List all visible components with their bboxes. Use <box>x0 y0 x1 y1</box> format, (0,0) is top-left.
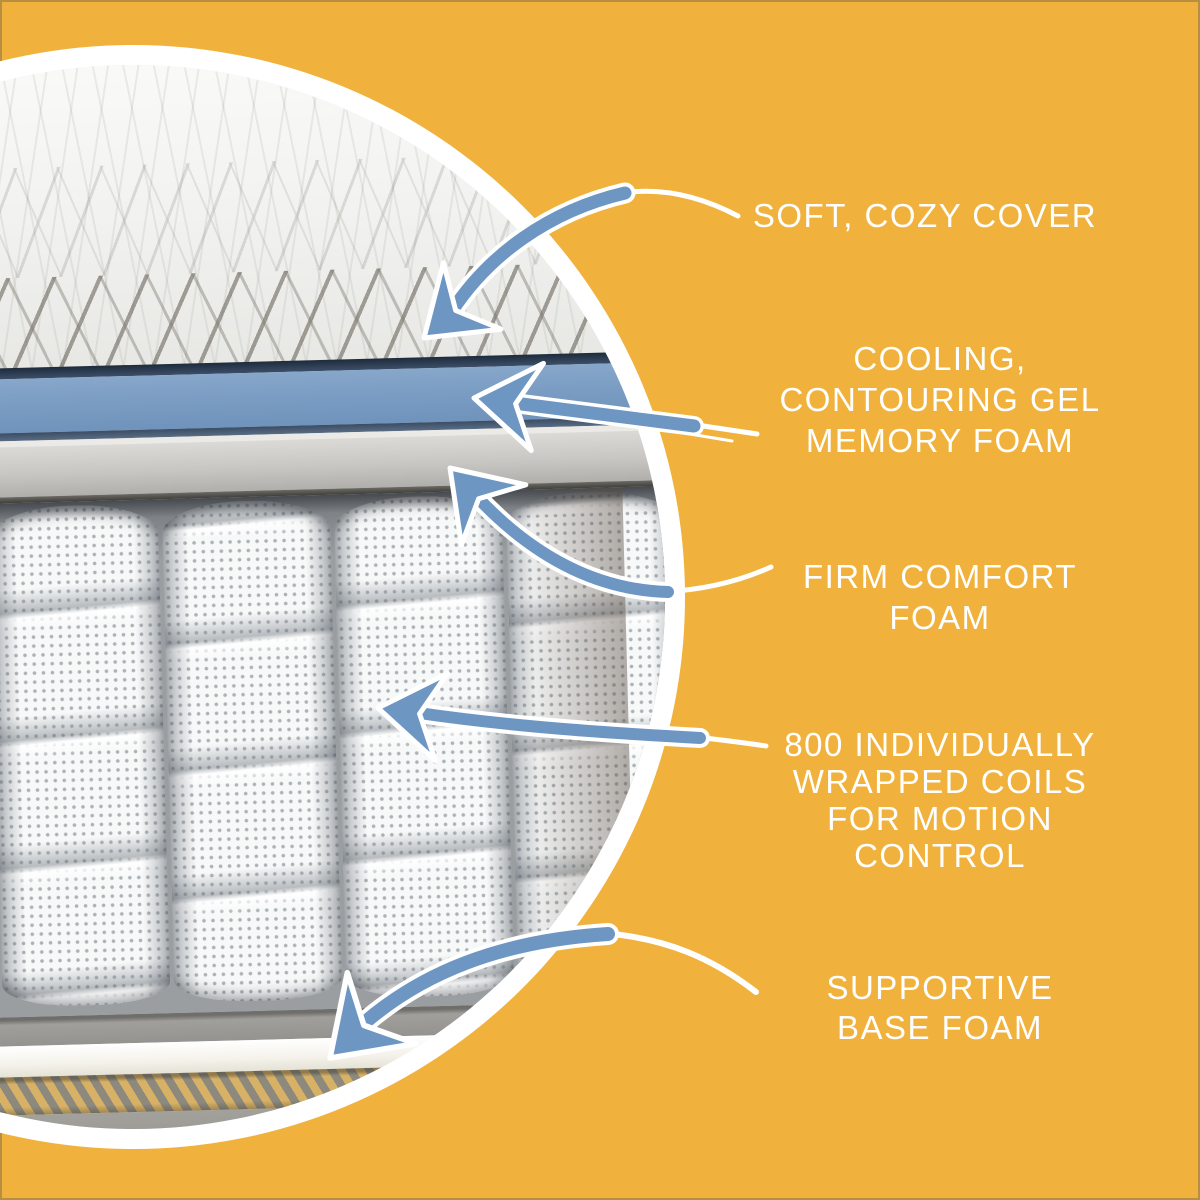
callout-line: CONTOURING GEL <box>779 381 1101 418</box>
wrapped-coil-pocket <box>505 489 665 995</box>
callout-line: CONTROL <box>854 837 1026 874</box>
callout-wrapped-coils: 800 INDIVIDUALLY WRAPPED COILS FOR MOTIO… <box>705 726 1175 874</box>
wrapped-coil-pocket <box>0 503 171 1008</box>
callout-cooling-gel-memory-foam: COOLING, CONTOURING GEL MEMORY FOAM <box>705 338 1175 461</box>
callout-line: COOLING, <box>853 340 1027 377</box>
callout-line: SUPPORTIVE <box>826 969 1054 1006</box>
mattress-layer-stack <box>0 65 665 1129</box>
callout-line: FOAM <box>889 599 991 636</box>
wrapped-coil-pocket <box>333 494 515 999</box>
callout-line: BASE FOAM <box>836 1009 1044 1046</box>
photo-circle-ring <box>0 45 685 1149</box>
mattress-cutaway-photo <box>0 65 665 1129</box>
callout-line: MEMORY FOAM <box>805 422 1075 459</box>
mattress-cover-layer <box>0 65 665 391</box>
wrapped-coil-pocket <box>161 498 343 1004</box>
callout-line: FIRM COMFORT <box>802 558 1078 595</box>
callout-line: FOR MOTION <box>827 800 1053 837</box>
callout-firm-comfort-foam: FIRM COMFORT FOAM <box>705 556 1175 638</box>
callout-supportive-base-foam: SUPPORTIVE BASE FOAM <box>705 968 1175 1048</box>
coil-layer <box>0 484 665 1030</box>
callout-line: SOFT, COZY COVER <box>752 197 1098 234</box>
callout-line: 800 INDIVIDUALLY <box>784 726 1096 763</box>
callout-line: WRAPPED COILS <box>792 763 1088 800</box>
callout-soft-cozy-cover: SOFT, COZY COVER <box>690 196 1160 236</box>
